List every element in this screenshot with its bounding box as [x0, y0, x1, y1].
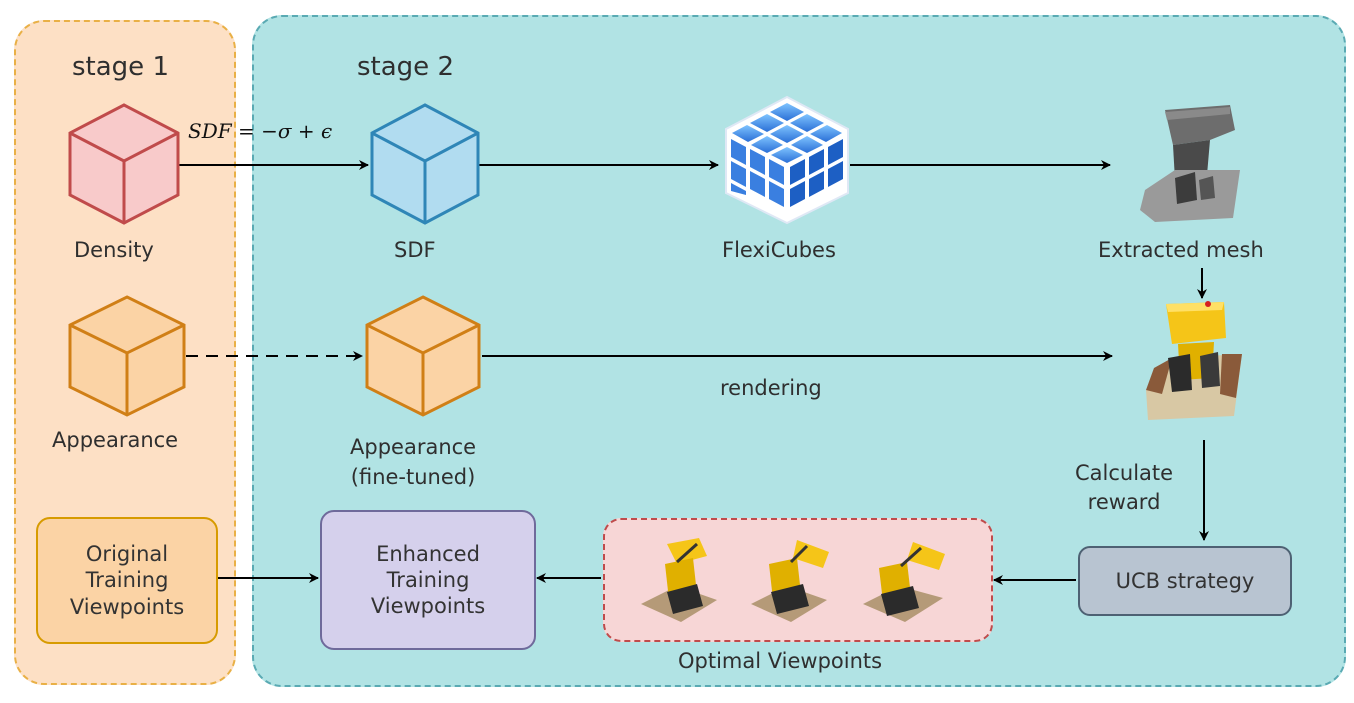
- sdf-label: SDF: [394, 238, 436, 262]
- appearance-finetuned-line2: (fine-tuned): [350, 465, 476, 489]
- enhanced-viewpoints-box: Enhanced Training Viewpoints: [320, 510, 536, 650]
- viewpoint-image: [751, 540, 829, 622]
- original-viewpoints-line3: Viewpoints: [69, 594, 185, 619]
- calculate-reward-label: Calculate reward: [1075, 459, 1173, 517]
- optimal-viewpoints-label: Optimal Viewpoints: [678, 649, 883, 673]
- svg-text:SDF = −σ + ϵ: SDF = −σ + ϵ: [188, 119, 332, 143]
- appearance-finetuned-cube-icon: [365, 295, 481, 417]
- appearance-cube-icon: [68, 295, 186, 417]
- calculate-reward-line1: Calculate: [1075, 461, 1174, 485]
- enhanced-viewpoints-line1: Enhanced: [376, 541, 480, 566]
- ucb-strategy-label: UCB strategy: [1115, 568, 1255, 593]
- enhanced-viewpoints-line2: Training: [386, 567, 470, 592]
- appearance-finetuned-line1: Appearance: [350, 435, 477, 459]
- extracted-mesh-image: [1140, 105, 1240, 222]
- density-cube-icon: [68, 103, 180, 225]
- appearance-label: Appearance: [52, 428, 179, 452]
- stage1-title: stage 1: [72, 52, 169, 82]
- calculate-reward-line2: reward: [1087, 490, 1161, 514]
- appearance-finetuned-label: Appearance (fine-tuned): [350, 432, 476, 492]
- rendering-label: rendering: [720, 376, 822, 400]
- sdf-cube-icon: [370, 103, 480, 225]
- optimal-viewpoints-box: [603, 518, 993, 642]
- viewpoint-image: [863, 542, 945, 622]
- sdf-formula-label: SDF = −σ + ϵ: [188, 119, 332, 143]
- density-label: Density: [74, 238, 154, 262]
- rendered-loader-image: [1146, 301, 1242, 420]
- flexicubes-label: FlexiCubes: [722, 238, 836, 262]
- enhanced-viewpoints-line3: Viewpoints: [370, 594, 486, 619]
- ucb-strategy-box: UCB strategy: [1078, 546, 1292, 616]
- viewpoint-image: [641, 538, 717, 622]
- original-viewpoints-box: Original Training Viewpoints: [36, 517, 218, 644]
- original-viewpoints-line1: Original: [85, 542, 169, 567]
- extracted-mesh-label: Extracted mesh: [1098, 238, 1264, 262]
- stage2-title: stage 2: [357, 52, 454, 82]
- flexicubes-icon: [725, 95, 849, 225]
- original-viewpoints-line2: Training: [85, 568, 169, 593]
